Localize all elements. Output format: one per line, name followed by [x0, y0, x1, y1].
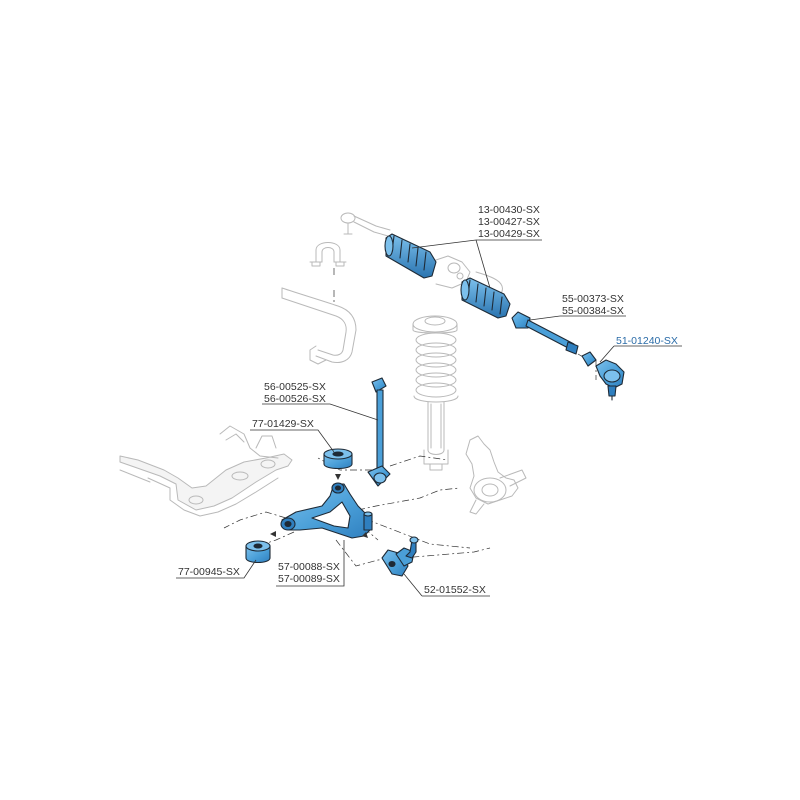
label-stabilizer-link-1[interactable]: 56-00525-SX — [264, 381, 326, 393]
rack-boot-left[interactable] — [384, 233, 437, 279]
rack-boots[interactable] — [384, 233, 511, 319]
arrow-up-icon — [362, 532, 368, 538]
control-arm[interactable] — [280, 482, 373, 539]
label-stabilizer-link-2[interactable]: 56-00526-SX — [264, 393, 326, 405]
label-inner-tie-rod-2[interactable]: 55-00384-SX — [562, 305, 624, 317]
label-front-bushing[interactable]: 77-00945-SX — [178, 566, 240, 578]
anti-roll-bar-clamp — [309, 242, 347, 267]
left-tie-rod-end — [340, 212, 391, 237]
stabilizer-link[interactable] — [367, 377, 391, 487]
anti-roll-bar — [281, 287, 357, 365]
front-bushing[interactable] — [245, 540, 271, 564]
ghost-components — [119, 212, 527, 517]
assembly-arrows — [270, 474, 368, 538]
strut-assembly — [412, 315, 459, 471]
label-control-arm-1[interactable]: 57-00088-SX — [278, 561, 340, 573]
rear-bushing[interactable] — [323, 448, 353, 470]
assembly-lines — [223, 268, 597, 567]
arrow-down-icon — [335, 474, 341, 480]
ball-joint[interactable] — [381, 536, 419, 577]
outer-tie-rod-end[interactable] — [581, 351, 625, 401]
rack-boot-right[interactable] — [460, 277, 511, 319]
label-rack-boot-1[interactable]: 13-00430-SX — [478, 204, 540, 216]
label-rear-bushing[interactable]: 77-01429-SX — [252, 418, 314, 430]
label-outer-tie-rod-end[interactable]: 51-01240-SX — [616, 335, 678, 347]
steering-knuckle — [465, 435, 527, 515]
part-labels: 13-00430-SX 13-00427-SX 13-00429-SX 55-0… — [178, 204, 678, 596]
inner-tie-rod[interactable] — [511, 311, 579, 355]
leader-lines — [176, 239, 682, 597]
steering-rack-housing — [429, 255, 503, 299]
label-rack-boot-3[interactable]: 13-00429-SX — [478, 228, 540, 240]
label-rack-boot-2[interactable]: 13-00427-SX — [478, 216, 540, 228]
label-ball-joint[interactable]: 52-01552-SX — [424, 584, 486, 596]
arrow-right-icon — [270, 531, 276, 537]
subframe — [119, 425, 293, 517]
label-control-arm-2[interactable]: 57-00089-SX — [278, 573, 340, 585]
label-inner-tie-rod-1[interactable]: 55-00373-SX — [562, 293, 624, 305]
